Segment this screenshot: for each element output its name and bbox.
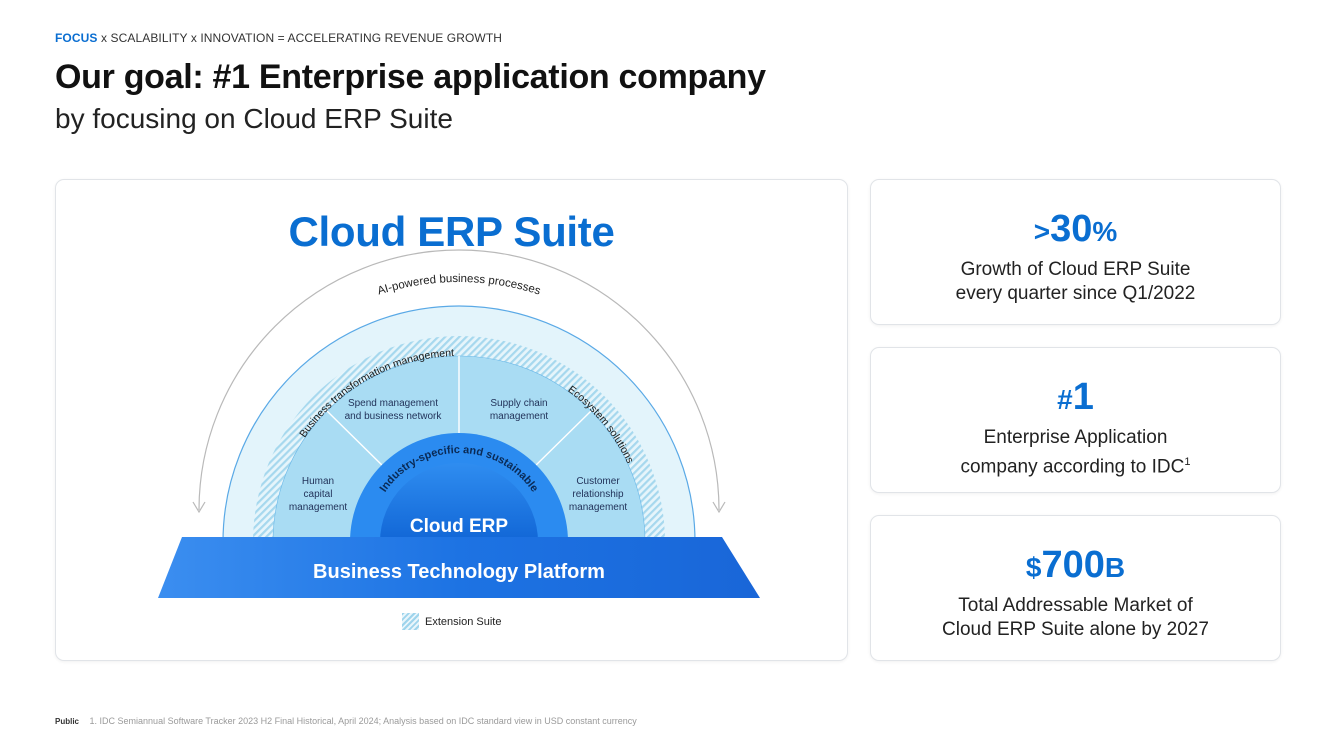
crm-line-1: Customer	[576, 476, 620, 487]
extension-suite-swatch	[402, 613, 419, 630]
classification-label: Public	[55, 717, 80, 726]
tagline: FOCUS x SCALABILITY x INNOVATION = ACCEL…	[55, 31, 502, 45]
spend-line-1: Spend management	[348, 398, 438, 409]
stat-description: Enterprise Application company according…	[960, 427, 1191, 478]
footnote-marker: 1	[1184, 456, 1191, 468]
page-subtitle: by focusing on Cloud ERP Suite	[55, 103, 453, 134]
stat-description: Growth of Cloud ERP Suite every quarter …	[955, 259, 1196, 304]
cloud-erp-core	[380, 463, 538, 542]
stat-card-growth: >30% Growth of Cloud ERP Suite every qua…	[870, 179, 1281, 325]
suite-title: Cloud ERP Suite	[288, 208, 615, 255]
legend: Extension Suite	[402, 613, 501, 630]
footnote-text: 1. IDC Semiannual Software Tracker 2023 …	[89, 716, 637, 726]
business-technology-platform	[158, 537, 760, 598]
supply-line-2: management	[490, 411, 549, 422]
stat-card-tam: $700B Total Addressable Market of Cloud …	[870, 515, 1281, 661]
supply-line-1: Supply chain	[490, 398, 547, 409]
outer-arc-left-arrowhead	[192, 501, 206, 514]
svg-text:AI-powered business processes: AI-powered business processes	[376, 273, 542, 298]
hcm-line-3: management	[289, 502, 348, 513]
outer-arc-right-arrowhead	[712, 501, 726, 514]
hcm-line-1: Human	[302, 476, 334, 487]
stat-value: $700B	[1025, 544, 1126, 586]
outer-arc-label: AI-powered business processes	[376, 273, 542, 298]
cloud-erp-suite-panel: Cloud ERP Suite	[55, 179, 848, 661]
platform-label: Business Technology Platform	[313, 561, 605, 583]
crm-line-2: relationship	[572, 489, 624, 500]
cloud-erp-label: Cloud ERP	[410, 516, 508, 537]
outer-arc	[198, 249, 720, 511]
stat-card-rank: #1 Enterprise Application company accord…	[870, 347, 1281, 493]
legend-label: Extension Suite	[425, 615, 502, 628]
stat-description: Total Addressable Market of Cloud ERP Su…	[942, 595, 1209, 640]
stat-value: >30%	[1033, 208, 1118, 250]
tagline-rest: x SCALABILITY x INNOVATION = ACCELERATIN…	[100, 31, 503, 45]
crm-line-3: management	[569, 502, 628, 513]
hcm-line-2: capital	[304, 489, 333, 500]
erp-suite-diagram: AI-powered business processes Business t…	[158, 249, 760, 598]
footer: Public 1. IDC Semiannual Software Tracke…	[55, 716, 637, 726]
spend-line-2: and business network	[345, 411, 443, 422]
page-title: Our goal: #1 Enterprise application comp…	[55, 58, 766, 96]
tagline-focus: FOCUS	[55, 31, 98, 45]
stat-value: #1	[1057, 376, 1094, 418]
